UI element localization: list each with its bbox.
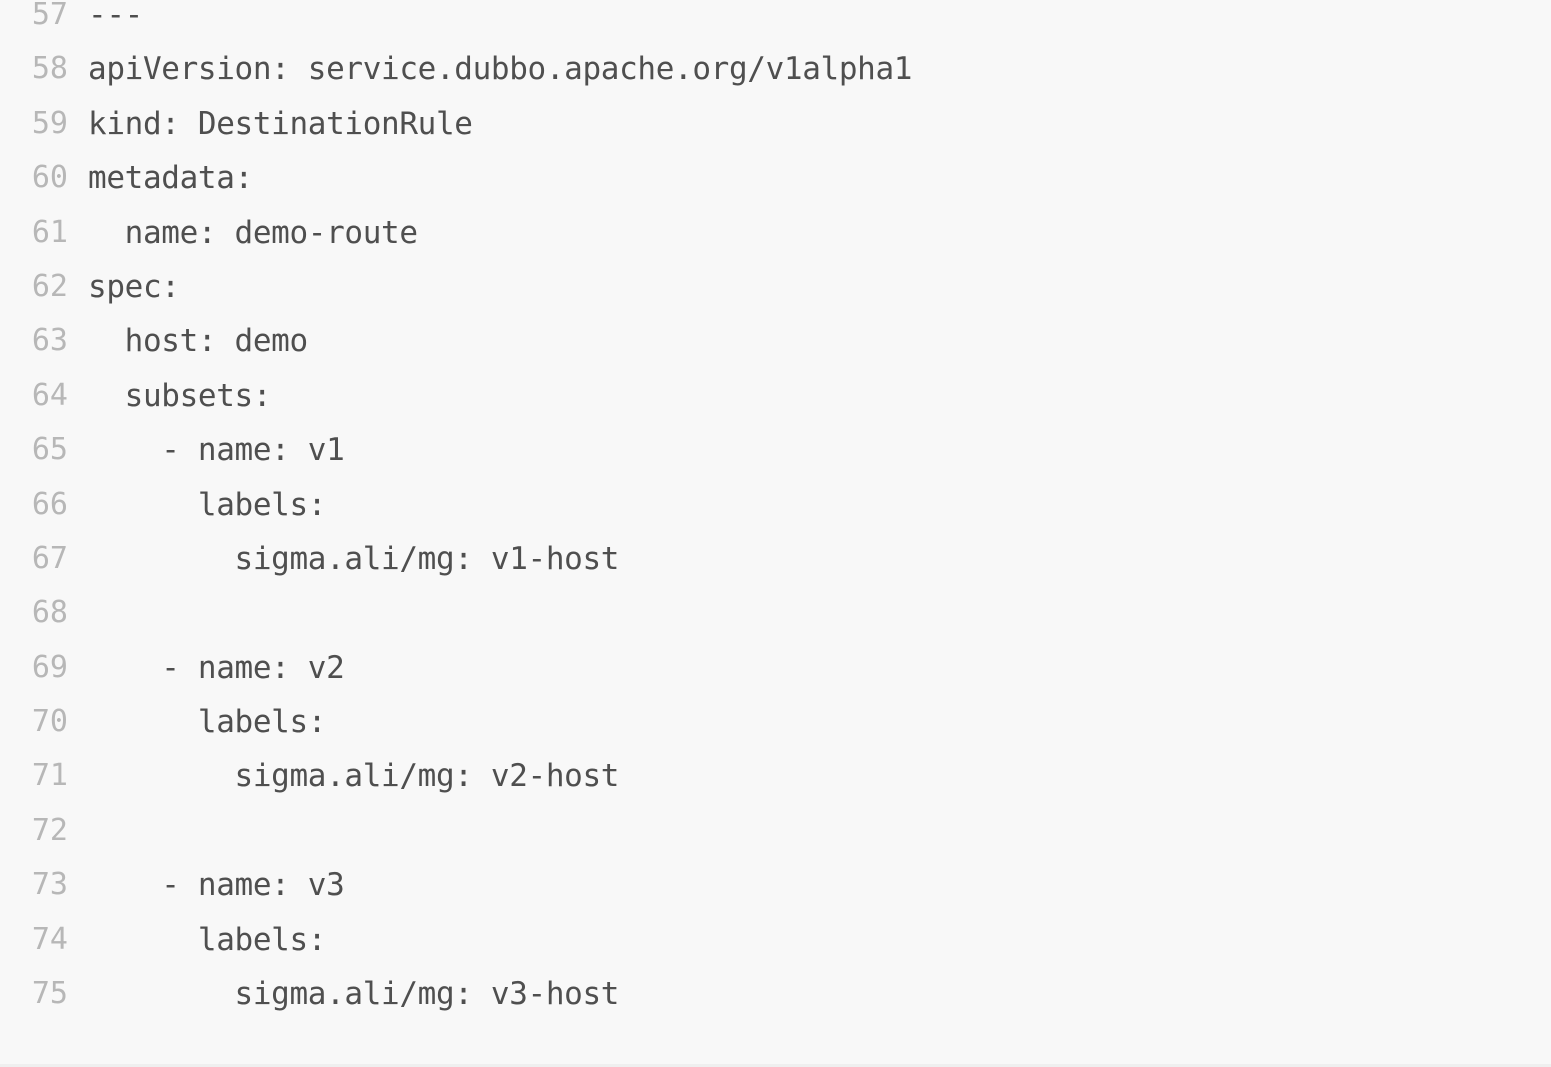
code-line[interactable]: 62 spec: xyxy=(0,260,1551,314)
code-line[interactable]: 60 metadata: xyxy=(0,151,1551,205)
line-content[interactable]: metadata: xyxy=(88,160,253,197)
line-content[interactable]: labels: xyxy=(88,704,327,741)
line-number: 58 xyxy=(31,51,68,87)
line-content[interactable]: labels: xyxy=(88,486,327,523)
line-content[interactable]: host: demo xyxy=(88,323,308,360)
code-line[interactable]: 75 sigma.ali/mg: v3-host xyxy=(0,967,1551,1021)
code-line[interactable]: 74 labels: xyxy=(0,913,1551,967)
line-content[interactable]: sigma.ali/mg: v2-host xyxy=(88,758,620,795)
code-line[interactable]: 67 sigma.ali/mg: v1-host xyxy=(0,532,1551,586)
horizontal-scrollbar-track[interactable] xyxy=(0,1064,1551,1067)
line-content[interactable]: labels: xyxy=(88,921,327,958)
line-number: 62 xyxy=(31,268,68,304)
line-number: 75 xyxy=(31,976,68,1012)
code-line[interactable]: 58 apiVersion: service.dubbo.apache.org/v… xyxy=(0,42,1551,96)
line-content[interactable]: - name: v3 xyxy=(88,867,345,904)
line-content[interactable]: sigma.ali/mg: v3-host xyxy=(88,976,620,1013)
code-line[interactable]: 72 xyxy=(0,804,1551,858)
line-number: 74 xyxy=(31,921,68,957)
line-number: 72 xyxy=(31,812,68,848)
code-line[interactable]: 73 - name: v3 xyxy=(0,858,1551,912)
code-line[interactable]: 61 name: demo-route xyxy=(0,206,1551,260)
line-number: 66 xyxy=(31,486,68,522)
code-line[interactable]: 66 labels: xyxy=(0,478,1551,532)
line-number: 64 xyxy=(31,377,68,413)
line-content[interactable]: apiVersion: service.dubbo.apache.org/v1a… xyxy=(88,51,913,88)
line-number: 73 xyxy=(31,867,68,903)
line-number: 69 xyxy=(31,649,68,685)
line-content[interactable]: - name: v1 xyxy=(88,432,345,469)
code-line[interactable]: 65 - name: v1 xyxy=(0,423,1551,477)
code-line[interactable]: 59 kind: DestinationRule xyxy=(0,97,1551,151)
line-content[interactable]: sigma.ali/mg: v1-host xyxy=(88,540,620,577)
line-number: 57 xyxy=(31,0,68,32)
line-number: 71 xyxy=(31,758,68,794)
line-number: 60 xyxy=(31,160,68,196)
line-number: 63 xyxy=(31,323,68,359)
line-content[interactable]: spec: xyxy=(88,268,180,305)
line-number: 70 xyxy=(31,704,68,740)
code-line[interactable]: 63 host: demo xyxy=(0,314,1551,368)
line-number: 65 xyxy=(31,432,68,468)
code-line[interactable]: 71 sigma.ali/mg: v2-host xyxy=(0,749,1551,803)
code-line[interactable]: 70 labels: xyxy=(0,695,1551,749)
code-line[interactable]: 64 subsets: xyxy=(0,369,1551,423)
line-content[interactable]: - name: v2 xyxy=(88,649,345,686)
line-number: 59 xyxy=(31,105,68,141)
line-content[interactable]: subsets: xyxy=(88,377,272,414)
code-line[interactable]: 57 --- xyxy=(0,0,1551,42)
line-number: 68 xyxy=(31,595,68,631)
line-number: 67 xyxy=(31,540,68,576)
line-content[interactable]: name: demo-route xyxy=(88,214,418,251)
line-content[interactable]: kind: DestinationRule xyxy=(88,105,473,142)
line-content[interactable]: --- xyxy=(88,0,143,33)
line-number: 61 xyxy=(31,214,68,250)
code-line[interactable]: 68 xyxy=(0,586,1551,640)
code-lines-container[interactable]: 57 --- 58 apiVersion: service.dubbo.apache.… xyxy=(0,0,1551,1021)
code-line[interactable]: 69 - name: v2 xyxy=(0,641,1551,695)
